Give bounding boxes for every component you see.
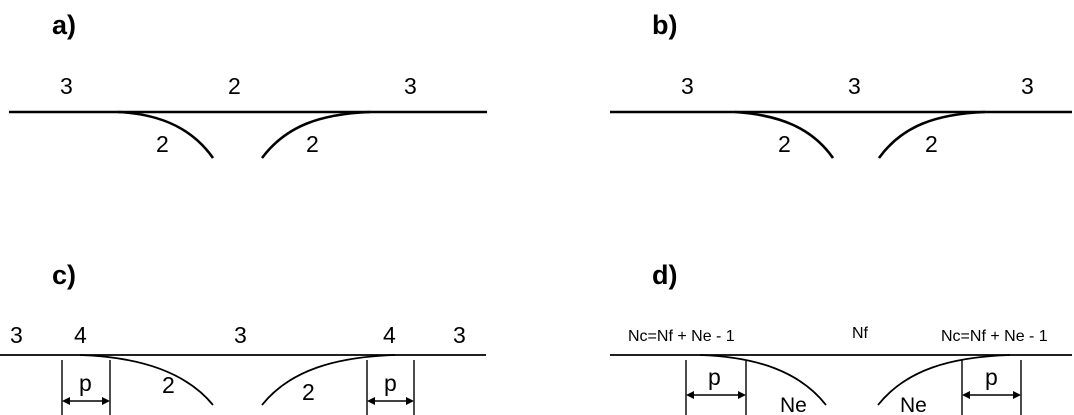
panel-b-label: b) — [652, 10, 677, 40]
panel-d: d) Nc=Nf + Ne - 1 Nf Nc=Nf + Ne - 1 Ne N… — [610, 260, 1072, 415]
panel-b: b) 3 3 3 2 2 — [610, 10, 1072, 159]
panel-c-top-label-middle: 3 — [234, 322, 247, 348]
panel-c-dim-right-label: p — [384, 370, 397, 396]
panel-d-left-branch — [699, 354, 827, 406]
panel-c-dim-left-arrow-start — [62, 397, 70, 405]
panel-b-left-branch — [734, 110, 835, 159]
panel-c: c) 3 4 3 4 3 2 2 p p — [0, 260, 486, 415]
panel-d-top-label-left: Nc=Nf + Ne - 1 — [628, 328, 735, 345]
panel-a-left-branch — [117, 110, 215, 159]
panel-d-top-label-middle: Nf — [852, 325, 869, 342]
panel-b-curve-label-left: 2 — [778, 131, 791, 157]
panel-c-dim-right-arrow-start — [367, 397, 375, 405]
panel-a-label: a) — [52, 10, 76, 40]
panel-d-dim-right-arrow-end — [1013, 391, 1021, 399]
panel-c-dim-right-arrow-end — [406, 397, 414, 405]
panel-d-right-branch — [877, 354, 1011, 406]
panel-a-curve-label-right: 2 — [306, 131, 319, 157]
panel-d-dim-left-arrow-start — [686, 391, 694, 399]
panel-c-dimension-right: p — [366, 360, 415, 415]
panel-d-dimension-right: p — [961, 360, 1022, 415]
panel-c-curve-label-right: 2 — [302, 379, 315, 405]
panel-d-curve-label-right: Ne — [900, 394, 927, 415]
panel-d-label: d) — [652, 260, 677, 290]
panel-d-dim-left-label: p — [708, 364, 721, 390]
panel-c-top-label-far-right: 3 — [453, 322, 466, 348]
panel-c-right-branch — [261, 354, 396, 406]
panel-a-top-label-right: 3 — [404, 73, 417, 99]
panel-b-top-label-left: 3 — [681, 73, 694, 99]
panel-a-curve-label-left: 2 — [156, 131, 169, 157]
panel-d-dim-right-label: p — [985, 364, 998, 390]
panel-d-dim-right-arrow-start — [962, 391, 970, 399]
panel-c-label: c) — [52, 260, 76, 290]
panel-c-dim-left-label: p — [79, 370, 92, 396]
panel-c-dimension-left: p — [61, 360, 111, 415]
panel-d-dimension-left: p — [685, 360, 747, 415]
panel-b-right-branch — [877, 110, 986, 159]
panel-d-curve-label-left: Ne — [780, 394, 807, 415]
panel-c-top-label-left-inner: 4 — [74, 322, 87, 348]
panel-a-right-branch — [260, 110, 371, 159]
panel-c-top-label-right-inner: 4 — [383, 322, 396, 348]
panel-c-top-label-far-left: 3 — [10, 322, 23, 348]
panel-c-left-branch — [79, 354, 214, 406]
panel-c-dim-left-arrow-end — [102, 397, 110, 405]
panel-b-top-label-right: 3 — [1021, 73, 1034, 99]
panel-b-top-label-middle: 3 — [848, 73, 861, 99]
panel-d-dim-left-arrow-end — [738, 391, 746, 399]
panel-c-curve-label-left: 2 — [162, 372, 175, 398]
panel-a-top-label-left: 3 — [60, 73, 73, 99]
panel-d-top-label-right: Nc=Nf + Ne - 1 — [941, 328, 1048, 345]
panel-b-curve-label-right: 2 — [925, 131, 938, 157]
panel-a-top-label-middle: 2 — [228, 73, 241, 99]
panel-a: a) 3 2 3 2 2 — [9, 10, 487, 159]
